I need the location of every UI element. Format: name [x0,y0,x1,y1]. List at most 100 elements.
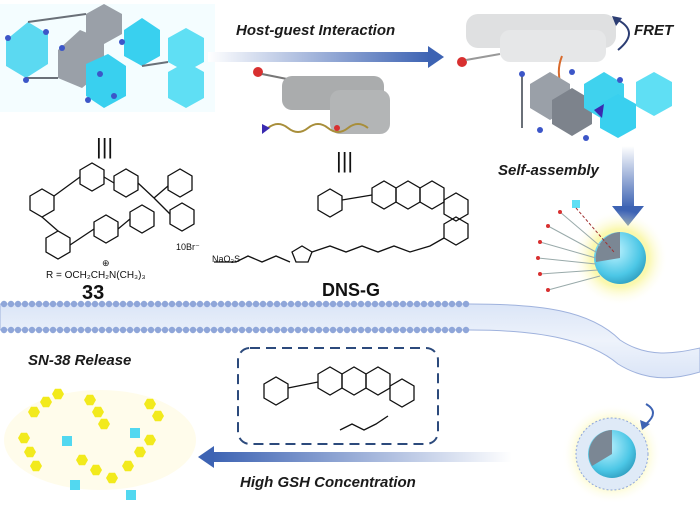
drug-fragment [40,396,52,408]
lipid-head [322,326,330,334]
lipid-head [28,300,36,308]
lipid-head [49,300,57,308]
micelle-in-cell [562,403,662,504]
lipid-head [56,326,64,334]
drug-fragment [134,446,146,458]
lipid-head [357,326,365,334]
lipid-head [35,326,43,334]
dashed-mechanism-box [237,347,439,445]
gsh-arrow [198,446,512,468]
lipid-head [266,300,274,308]
lipid-head [406,300,414,308]
lipid-head [77,300,85,308]
lipid-head [133,326,141,334]
cleavage-structure-drawing [263,366,415,431]
lipid-head [420,326,428,334]
guest-chain-model [253,67,390,134]
lipid-head [140,326,148,334]
cell-membrane-bilayer [0,300,700,379]
guest-structure-drawing [214,180,469,263]
lipid-head [175,300,183,308]
lipid-head [301,326,309,334]
lipid-head [385,300,393,308]
lipid-head [161,300,169,308]
lipid-head [245,300,253,308]
drug-fragment [76,454,88,466]
lipid-head [231,326,239,334]
lipid-head [224,326,232,334]
lipid-head [140,300,148,308]
host-guest-arrow [208,46,444,68]
lipid-head [413,326,421,334]
lipid-head [273,300,281,308]
lipid-head [154,300,162,308]
lipid-head [308,326,316,334]
lipid-head [378,326,386,334]
lipid-head [112,300,120,308]
lipid-head [182,300,190,308]
lipid-head [84,300,92,308]
release-label: SN-38 Release [28,352,132,369]
drug-fragment [122,460,134,472]
membrane-heads [0,300,470,334]
lipid-head [315,326,323,334]
lipid-head [126,326,134,334]
lipid-head [413,300,421,308]
lipid-head [238,300,246,308]
lipid-head [49,326,57,334]
lipid-head [399,300,407,308]
equiv-symbol-host: ||| [96,134,114,159]
cyan-fragment [62,436,72,446]
lipid-head [273,326,281,334]
lipid-head [280,326,288,334]
lipid-head [63,326,71,334]
lipid-head [154,326,162,334]
lipid-head [294,300,302,308]
lipid-head [441,300,449,308]
lipid-head [7,326,15,334]
lipid-head [21,326,29,334]
lipid-head [35,300,43,308]
drug-fragment [30,460,42,472]
cyan-fragment [130,428,140,438]
lipid-head [448,326,456,334]
lipid-head [245,326,253,334]
lipid-head [399,326,407,334]
lipid-head [371,326,379,334]
lipid-head [217,326,225,334]
lipid-head [448,300,456,308]
drug-fragment [92,406,104,418]
lipid-head [364,326,372,334]
lipid-head [434,300,442,308]
lipid-head [126,300,134,308]
host-guest-complex-model [457,14,672,141]
lipid-head [63,300,71,308]
lipid-head [119,300,127,308]
host-macrocycle-model [0,4,215,112]
lipid-head [420,300,428,308]
lipid-head [98,300,106,308]
host-guest-label: Host-guest Interaction [236,22,396,39]
lipid-head [427,326,435,334]
lipid-head [196,326,204,334]
lipid-head [259,326,267,334]
drug-fragment [52,388,64,400]
drug-fragment [28,406,40,418]
drug-fragment [152,410,164,422]
charge-symbol: ⊕ [102,258,110,268]
lipid-head [378,300,386,308]
sulfonate-group: NaO₃S [212,254,241,264]
gsh-label: High GSH Concentration [240,474,416,491]
lipid-head [98,326,106,334]
lipid-head [329,326,337,334]
lipid-head [462,300,470,308]
drug-fragment [18,432,30,444]
lipid-head [406,326,414,334]
lipid-head [287,300,295,308]
lipid-head [308,300,316,308]
lipid-head [161,326,169,334]
cyan-fragment [126,490,136,500]
drug-fragment [90,464,102,476]
lipid-head [203,300,211,308]
lipid-head [70,300,78,308]
